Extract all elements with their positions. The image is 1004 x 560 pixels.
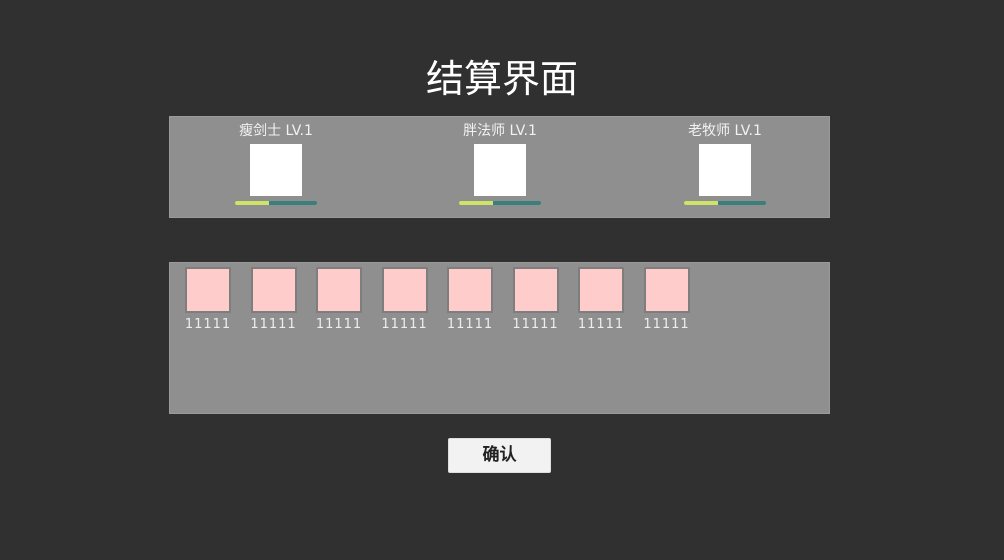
- hero-name: 瘦剑士 LV.1: [239, 123, 313, 139]
- reward-item[interactable]: 11111: [316, 267, 362, 333]
- reward-item[interactable]: 11111: [250, 267, 297, 333]
- reward-item-count: 11111: [184, 317, 232, 332]
- reward-item-count: 11111: [577, 317, 625, 332]
- hero-name: 老牧师 LV.1: [688, 123, 762, 139]
- exp-bar: [235, 201, 317, 205]
- reward-item[interactable]: 11111: [643, 267, 690, 333]
- reward-item-icon: [381, 267, 428, 313]
- reward-item-icon: [512, 267, 559, 313]
- hero-card: 老牧师 LV.1: [665, 117, 785, 205]
- confirm-button[interactable]: 确认: [448, 438, 551, 473]
- exp-bar-fill: [235, 201, 270, 205]
- reward-item-count: 11111: [250, 317, 297, 332]
- exp-bar: [684, 201, 766, 205]
- reward-item[interactable]: 11111: [447, 267, 493, 333]
- reward-panel: 11111 11111 11111 11111 11111 11111 1111…: [169, 262, 830, 414]
- reward-item-count: 11111: [512, 317, 559, 332]
- reward-item-icon: [578, 267, 624, 313]
- reward-item[interactable]: 11111: [512, 267, 559, 333]
- reward-item-icon: [316, 267, 362, 313]
- reward-item-icon: [643, 267, 690, 313]
- hero-card: 胖法师 LV.1: [440, 117, 560, 205]
- hero-panel: 瘦剑士 LV.1 胖法师 LV.1 老牧师 LV.1: [169, 116, 830, 218]
- reward-item-icon: [447, 267, 493, 313]
- reward-item-count: 11111: [381, 317, 428, 332]
- exp-bar-fill: [684, 201, 719, 205]
- reward-item-icon: [185, 267, 231, 313]
- hero-portrait: [699, 144, 751, 196]
- reward-item[interactable]: 11111: [185, 267, 231, 333]
- hero-portrait: [250, 144, 302, 196]
- reward-item-count: 11111: [315, 317, 363, 332]
- hero-card: 瘦剑士 LV.1: [216, 117, 336, 205]
- exp-bar: [459, 201, 541, 205]
- reward-item[interactable]: 11111: [578, 267, 624, 333]
- hero-portrait: [474, 144, 526, 196]
- reward-item-count: 11111: [643, 317, 690, 332]
- page-title: 结算界面: [425, 57, 578, 101]
- reward-item-count: 11111: [446, 317, 494, 332]
- exp-bar-fill: [459, 201, 494, 205]
- hero-name: 胖法师 LV.1: [463, 123, 537, 139]
- reward-item[interactable]: 11111: [381, 267, 428, 333]
- reward-item-icon: [250, 267, 297, 313]
